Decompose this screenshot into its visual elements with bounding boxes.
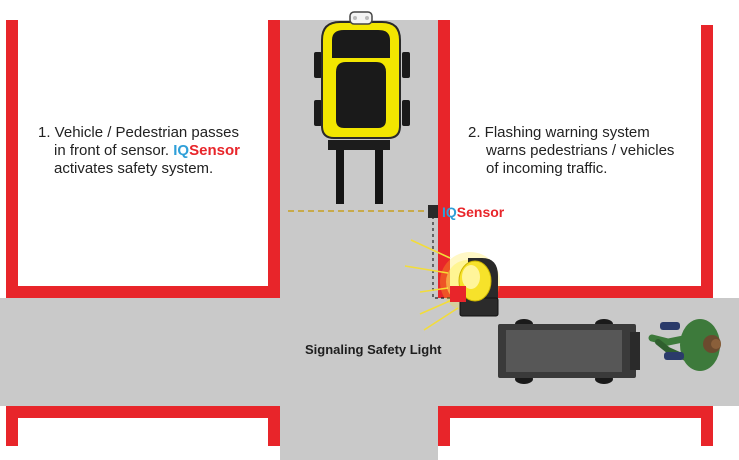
step-1-line-2-prefix: in front of sensor. (54, 142, 170, 159)
safety-light-label: Signaling Safety Light (305, 342, 442, 357)
pedestrian-icon (648, 319, 721, 371)
light-rays (404, 239, 459, 331)
brand-sensor-inline: Sensor (189, 142, 240, 159)
step-1-line-3: activates safety system. (54, 160, 214, 177)
sensor-icon (428, 205, 438, 218)
pallet-truck-icon (498, 319, 640, 384)
warning-light-icon (440, 252, 500, 317)
sensor-wire (432, 216, 458, 299)
sensor-label: IQSensor (442, 204, 504, 220)
sensor-label-iq: IQ (442, 204, 457, 220)
step-1-line-1: 1. Vehicle / Pedestrian passes (38, 124, 239, 141)
forklift-icon (314, 11, 410, 204)
step-2-line-3: of incoming traffic. (486, 160, 608, 177)
step-2-line-2: warns pedestrians / vehicles (486, 142, 675, 159)
step-1-description: 1. Vehicle / Pedestrian passes in front … (38, 124, 240, 178)
step-1-line-2: in front of sensor. IQSensor (38, 142, 240, 159)
step-2-line-1: 2. Flashing warning system (468, 124, 650, 141)
walls (6, 20, 713, 446)
sensor-label-sensor: Sensor (456, 204, 505, 220)
brand-iq-inline: IQ (173, 142, 190, 159)
step-2-description: 2. Flashing warning system warns pedestr… (468, 124, 674, 178)
